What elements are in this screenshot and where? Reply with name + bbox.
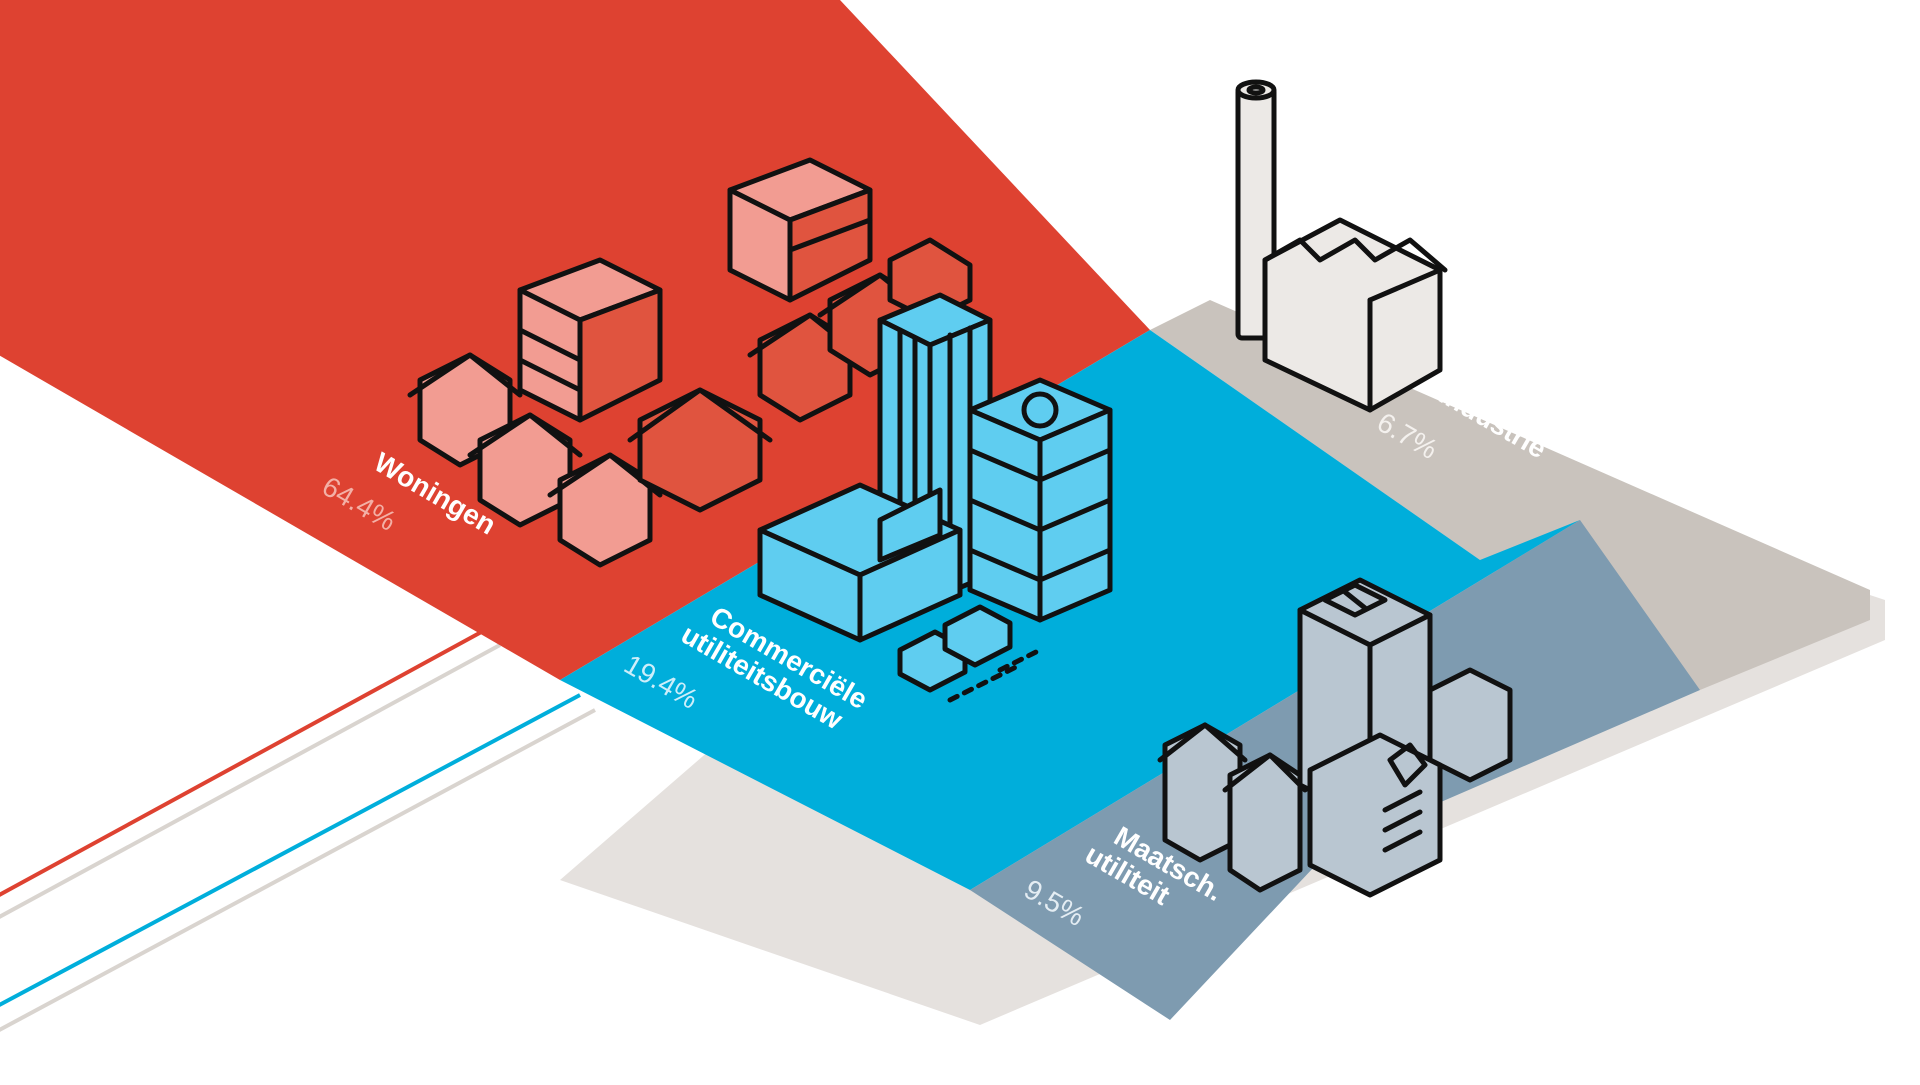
commerciele-segment <box>560 330 1580 890</box>
rails <box>0 628 596 1032</box>
factory-icon <box>1235 79 1448 413</box>
office-towers-icon <box>757 292 1113 643</box>
public-buildings-icon <box>1157 577 1513 898</box>
industrie-segment <box>1150 300 1870 690</box>
cars-icon <box>897 604 1043 703</box>
houses-icon <box>407 157 973 568</box>
